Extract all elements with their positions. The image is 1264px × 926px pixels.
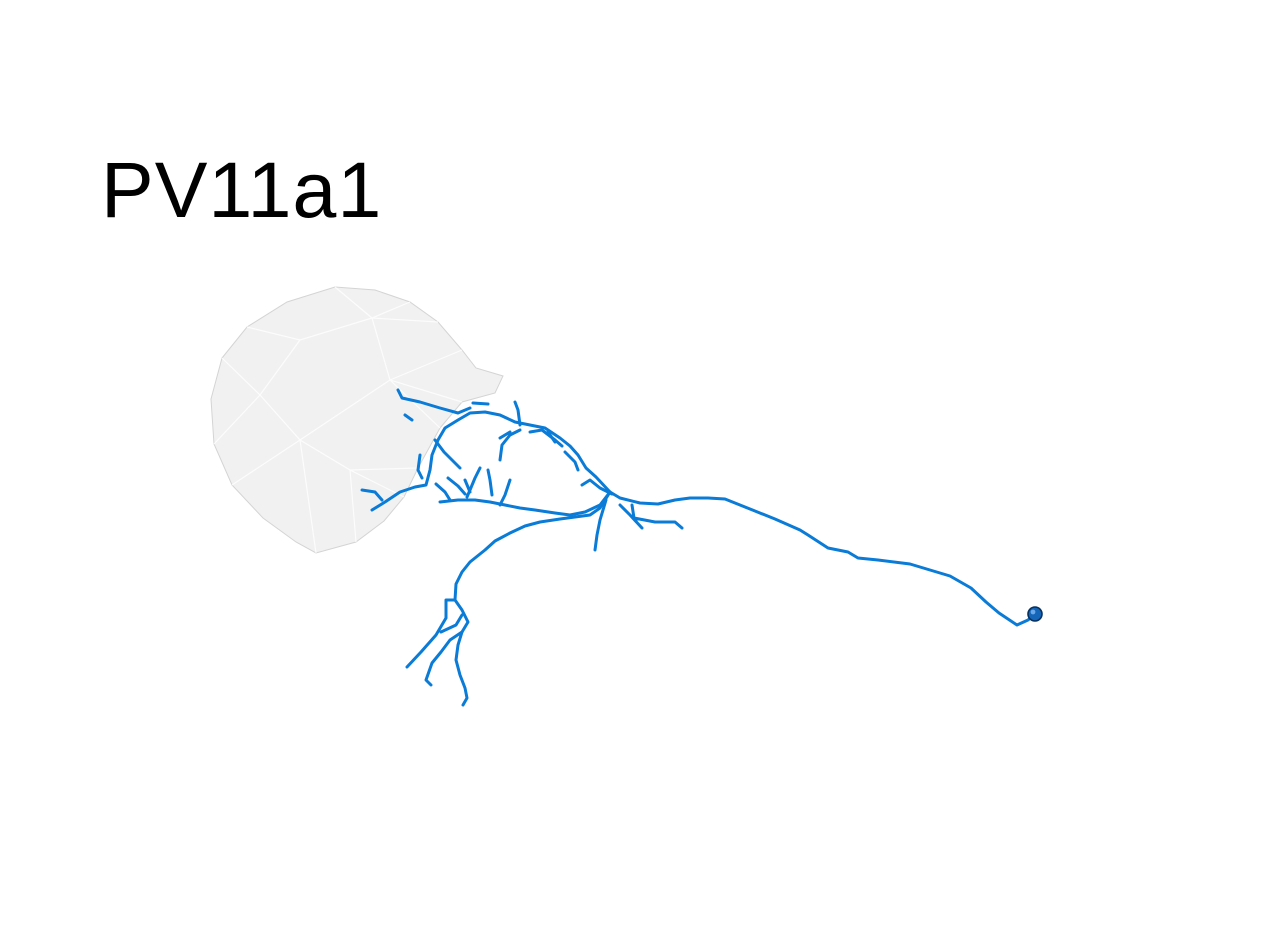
neuron-title: PV11a1 (101, 145, 383, 234)
neuropil-mesh (210, 286, 504, 554)
primary-neurite (608, 490, 1037, 627)
soma-sphere (1027, 606, 1043, 622)
neuropil-outline (210, 286, 504, 554)
neuropil-facet (213, 286, 463, 554)
dorsal-branch-lower (438, 490, 612, 517)
soma (1027, 606, 1043, 622)
soma-highlight (1030, 609, 1036, 615)
ventral-twig (405, 598, 464, 687)
dorsal-branch (370, 410, 612, 512)
ventral-branch (453, 490, 612, 707)
proximal-twig (360, 388, 684, 552)
neuron-skeleton (360, 388, 1037, 707)
